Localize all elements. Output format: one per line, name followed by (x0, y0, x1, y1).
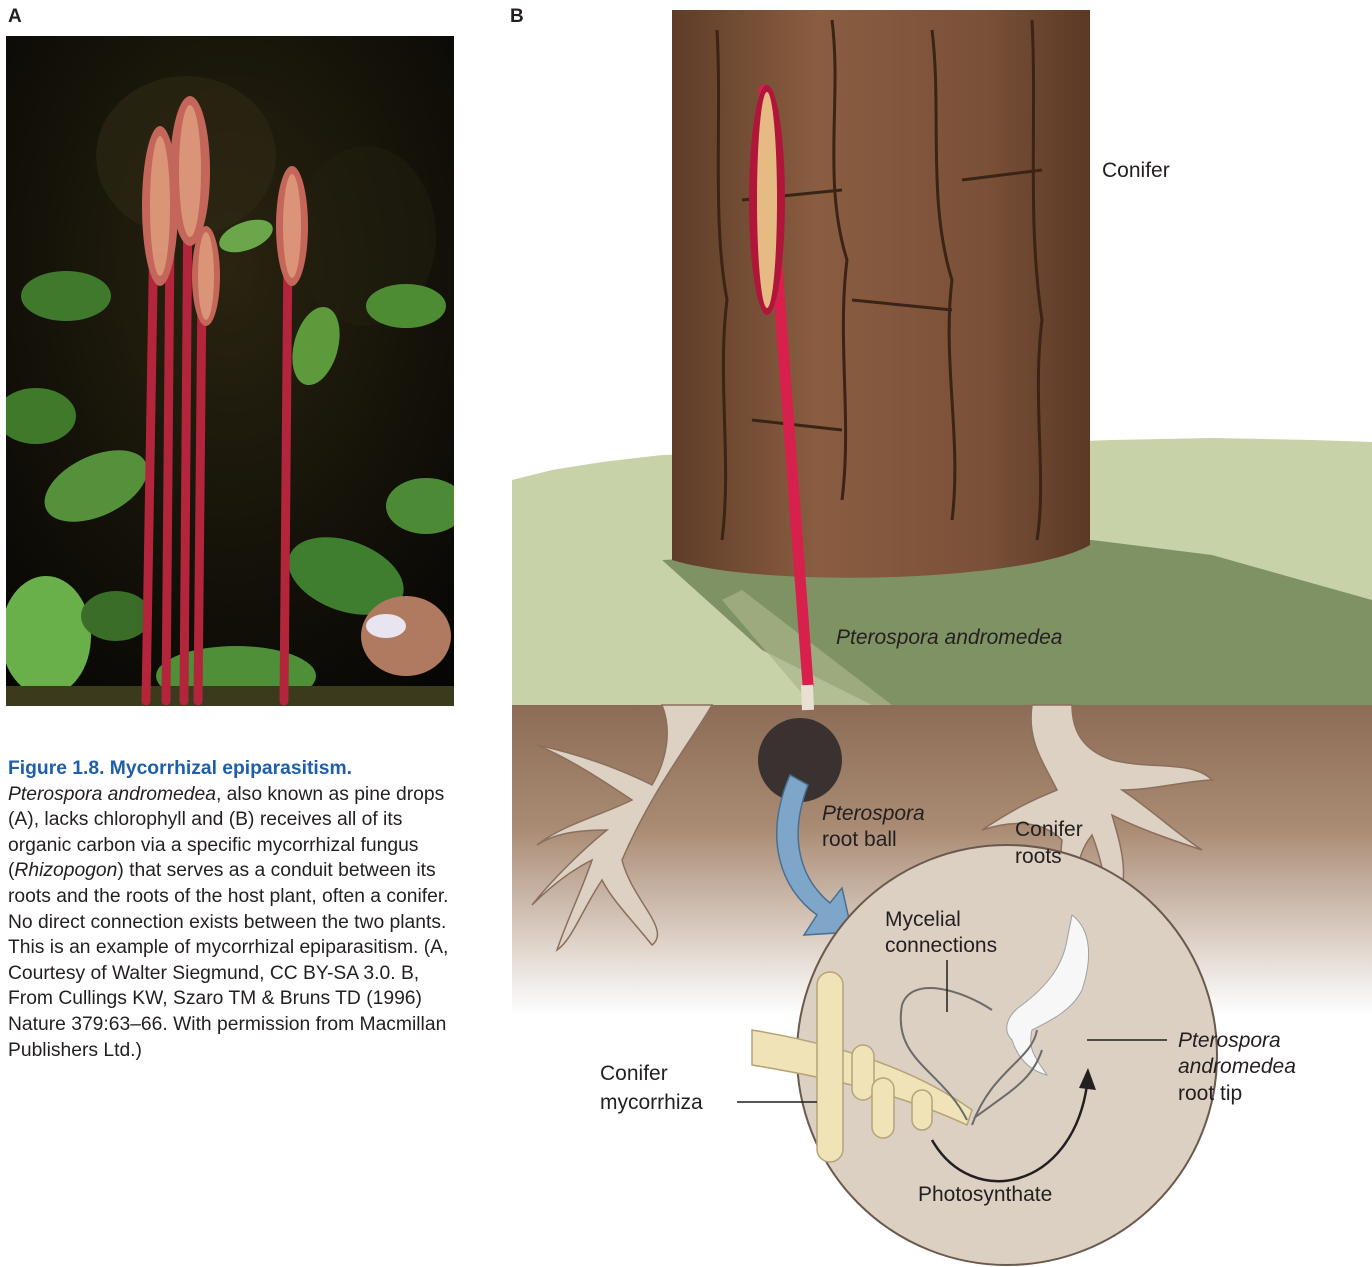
label-root-tip-2: andromedea (1178, 1053, 1296, 1080)
caption-title: Figure 1.8. Mycorrhizal epiparasitism. (8, 756, 458, 782)
label-conifer-roots-2: roots (1015, 843, 1062, 870)
label-mycelial-1: Mycelial (885, 906, 961, 933)
conifer-trunk (672, 10, 1090, 578)
panel-label-a: A (8, 6, 22, 28)
label-conifer: Conifer (1102, 157, 1170, 184)
figure-caption: Figure 1.8. Mycorrhizal epiparasitism. P… (8, 756, 458, 1063)
label-mycorrhiza-1: Conifer (600, 1060, 668, 1087)
label-root-ball-1: Pterospora (822, 800, 925, 827)
label-mycorrhiza-2: mycorrhiza (600, 1089, 703, 1116)
label-conifer-roots-1: Conifer (1015, 816, 1083, 843)
label-root-ball-2: root ball (822, 826, 897, 853)
label-pterospora-andromedea: Pterospora andromedea (836, 624, 1062, 651)
label-root-tip-1: Pterospora (1178, 1027, 1281, 1054)
label-root-tip-3: root tip (1178, 1080, 1242, 1107)
caption-genus: Rhizopogon (14, 860, 117, 881)
label-photosynthate: Photosynthate (918, 1181, 1052, 1208)
pine-drops-photo (6, 36, 454, 706)
label-mycelial-2: connections (885, 932, 997, 959)
caption-text-2: ) that serves as a conduit between its r… (8, 860, 449, 1060)
caption-species: Pterospora andromedea (8, 784, 216, 805)
